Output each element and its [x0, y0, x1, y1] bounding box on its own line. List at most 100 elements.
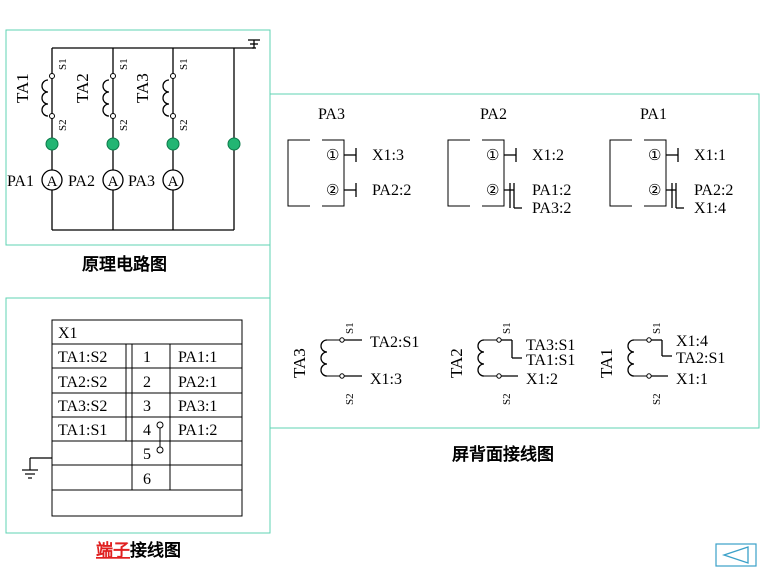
row4-right: PA1:2 — [178, 422, 217, 439]
terminal-caption-red[interactable]: 端子 — [96, 540, 130, 561]
ta1-rear-s1: S1 — [651, 322, 663, 334]
pa1-ammeter — [41, 169, 63, 191]
terminal-caption: 端子接线图 — [96, 540, 181, 561]
ta1-coil — [41, 79, 49, 117]
ta3-rear-s2: S2 — [344, 393, 356, 405]
pa3-title: PA3 — [318, 106, 345, 123]
green-nodes — [45, 137, 241, 151]
pa3-label: PA3 — [128, 173, 155, 190]
rear-view-frame — [269, 93, 760, 429]
pa2-label: PA2 — [68, 173, 95, 190]
pa3-terminal-2: ② — [326, 183, 339, 199]
ta3-s1-dest: TA2:S1 — [370, 334, 419, 351]
terminal-frame — [5, 297, 271, 534]
ta3-coil — [162, 79, 170, 117]
ta2-ct-block: TA2 S1 S2 TA3:S1 TA1:S1 X1:2 — [447, 322, 575, 405]
ta1-rear-s2: S2 — [651, 393, 663, 405]
pa1-symbol: A — [47, 174, 58, 190]
pa1-title: PA1 — [640, 106, 667, 123]
row3-left: TA3:S2 — [58, 398, 107, 415]
pa1-label: PA1 — [7, 173, 34, 190]
ta1-s1-label: S1 — [57, 58, 69, 70]
row5-num: 5 — [143, 446, 151, 463]
row4-num: 4 — [143, 422, 151, 439]
schematic-frame — [5, 29, 271, 246]
ground-icon — [22, 457, 52, 479]
ta2-rear-s2: S2 — [501, 393, 513, 405]
ta3-rear-s1: S1 — [344, 322, 356, 334]
ta3-s2-dest: X1:3 — [370, 371, 402, 388]
terminal-header: X1 — [58, 325, 78, 342]
ta2-s2-dest: X1:2 — [526, 371, 558, 388]
ta1-s1-dest-b: TA2:S1 — [676, 350, 725, 367]
row1-num: 1 — [143, 349, 151, 366]
pa3-meter-block: PA3 ① ② X1:3 PA2:2 — [287, 106, 411, 207]
row4-left: TA1:S1 — [58, 422, 107, 439]
node-2 — [106, 137, 120, 151]
pa2-t2-dest-a: PA1:2 — [532, 182, 571, 199]
ta1-s2-dest: X1:1 — [676, 371, 708, 388]
ta1-rear-label: TA1 — [597, 348, 616, 378]
pa3-terminal-1: ① — [326, 148, 339, 164]
pa3-ammeter — [162, 169, 184, 191]
pa2-terminal-2: ② — [486, 183, 499, 199]
ta3-rear-coil — [320, 339, 328, 377]
node-3 — [166, 137, 180, 151]
row2-num: 2 — [143, 374, 151, 391]
node-4 — [227, 137, 241, 151]
ct-terminals — [49, 73, 176, 119]
pa3-t1-dest: X1:3 — [372, 147, 404, 164]
pa3-t2-dest: PA2:2 — [372, 182, 411, 199]
ta3-ct-block: TA3 S1 S2 TA2:S1 X1:3 — [290, 322, 419, 405]
terminal-table — [51, 319, 243, 517]
schematic-caption: 原理电路图 — [82, 254, 167, 275]
pa2-title: PA2 — [480, 106, 507, 123]
back-arrow-icon[interactable] — [721, 546, 749, 564]
ta3-s2-label: S2 — [178, 119, 190, 131]
ta2-rear-s1: S1 — [501, 322, 513, 334]
row6-num: 6 — [143, 471, 151, 488]
ta1-s1-dest-a: X1:4 — [676, 333, 708, 350]
pa2-symbol: A — [108, 174, 119, 190]
pa2-meter-block: PA2 ① ② X1:2 PA1:2 PA3:2 — [447, 106, 571, 217]
ta2-rear-coil — [477, 339, 485, 377]
ta3-s1-label: S1 — [178, 58, 190, 70]
row2-left: TA2:S2 — [58, 374, 107, 391]
ta1-s2-label: S2 — [57, 119, 69, 131]
row3-num: 3 — [143, 398, 151, 415]
row1-left: TA1:S2 — [58, 349, 107, 366]
pa2-t2-dest-b: PA3:2 — [532, 200, 571, 217]
ta2-label: TA2 — [73, 73, 92, 103]
node-1 — [45, 137, 59, 151]
ta3-rear-label: TA3 — [290, 348, 309, 378]
ta2-s2-label: S2 — [118, 119, 130, 131]
row3-right: PA3:1 — [178, 398, 217, 415]
ta2-coil — [102, 79, 110, 117]
pa1-t1-dest: X1:1 — [694, 147, 726, 164]
schematic — [41, 39, 260, 231]
rear-caption: 屏背面接线图 — [452, 444, 554, 465]
pa2-t1-dest: X1:2 — [532, 147, 564, 164]
pa1-t2-dest-a: PA2:2 — [694, 182, 733, 199]
ta1-label: TA1 — [13, 73, 32, 103]
pa3-symbol: A — [168, 174, 179, 190]
ta1-rear-coil — [627, 339, 635, 377]
pa2-terminal-1: ① — [486, 148, 499, 164]
terminal-link-4-5 — [156, 421, 164, 454]
pa2-ammeter — [102, 169, 124, 191]
ta2-s1-dest-b: TA1:S1 — [526, 352, 575, 369]
ta1-ct-block: TA1 S1 S2 X1:4 TA2:S1 X1:1 — [597, 322, 725, 405]
pa1-t2-dest-b: X1:4 — [694, 200, 726, 217]
ta2-rear-label: TA2 — [447, 348, 466, 378]
terminal-caption-rest: 接线图 — [130, 540, 181, 561]
pa1-terminal-2: ② — [648, 183, 661, 199]
row1-right: PA1:1 — [178, 349, 217, 366]
pa1-meter-block: PA1 ① ② X1:1 PA2:2 X1:4 — [609, 106, 733, 217]
row2-right: PA2:1 — [178, 374, 217, 391]
ta3-label: TA3 — [133, 73, 152, 103]
ta2-s1-label: S1 — [118, 58, 130, 70]
back-button[interactable] — [715, 543, 757, 567]
ta2-s1-dest-a: TA3:S1 — [526, 337, 575, 354]
pa1-terminal-1: ① — [648, 148, 661, 164]
